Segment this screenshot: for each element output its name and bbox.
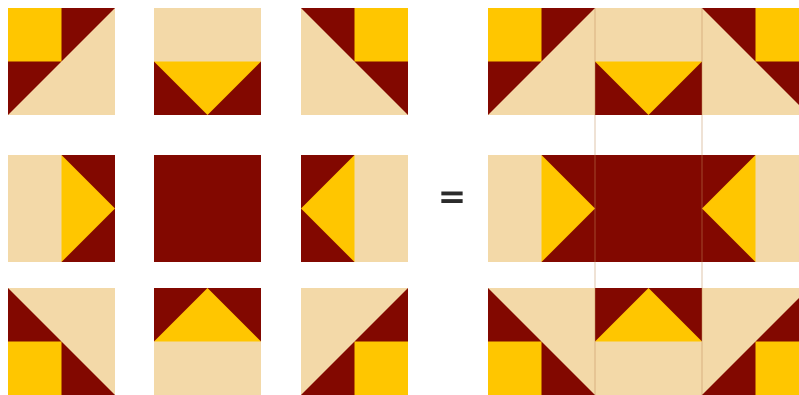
gold-square (8, 342, 62, 395)
tan-half (595, 342, 702, 395)
gold-square (488, 8, 542, 62)
gold-square (8, 8, 62, 62)
gold-square (488, 342, 542, 395)
assembled-piece-top-center (595, 8, 702, 115)
tan-half (488, 155, 542, 262)
gold-square (756, 8, 799, 62)
assembled-piece-bottom-center (595, 288, 702, 395)
piece-top-center (154, 8, 261, 115)
piece-bottom-right (301, 288, 408, 395)
tan-half (154, 342, 261, 395)
assembled-piece-top-left (488, 8, 595, 115)
separate-pieces (8, 8, 408, 395)
piece-top-right (301, 8, 408, 115)
gold-square (355, 342, 409, 395)
assembled-piece-middle-left (488, 155, 595, 262)
assembled-piece-bottom-left (488, 288, 595, 395)
piece-top-left (8, 8, 115, 115)
tan-half (756, 155, 799, 262)
tan-half (355, 155, 409, 262)
maroon-square (595, 155, 702, 262)
piece-center (154, 155, 261, 262)
assembled-piece-center (595, 155, 702, 262)
piece-bottom-left (8, 288, 115, 395)
tan-half (8, 155, 62, 262)
piece-middle-left (8, 155, 115, 262)
assembled-block (488, 8, 799, 395)
piece-middle-right (301, 155, 408, 262)
gold-square (355, 8, 409, 62)
tan-half (154, 8, 261, 62)
piece-bottom-center (154, 288, 261, 395)
maroon-square (154, 155, 261, 262)
assembled-piece-bottom-right (702, 288, 799, 395)
tan-half (595, 8, 702, 62)
assembled-piece-middle-right (702, 155, 799, 262)
equals-sign: = (438, 177, 467, 217)
assembled-piece-top-right (702, 8, 799, 115)
gold-square (756, 342, 799, 395)
